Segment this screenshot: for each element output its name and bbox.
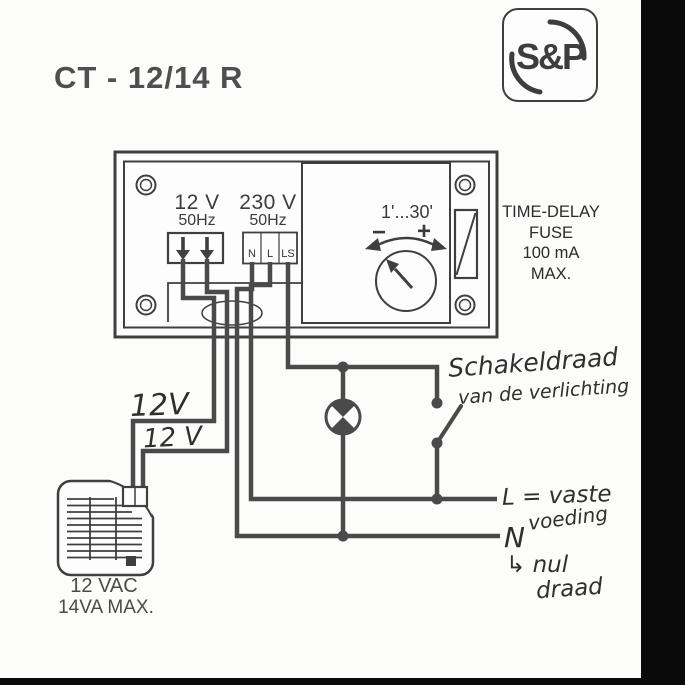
label-230v: 230 V xyxy=(239,191,297,214)
handwritten-12v-2: 12 V xyxy=(142,421,203,455)
wire-12v-2 xyxy=(140,259,230,490)
fuse-note-line: FUSE xyxy=(528,223,573,242)
terminal-label-n: N xyxy=(248,248,256,260)
fan-connector xyxy=(121,485,149,508)
dial-needle-arrowhead xyxy=(386,259,399,273)
fan-voltage-label: 12 VAC xyxy=(70,575,138,597)
lamp-symbol xyxy=(324,398,362,436)
label-230v-freq: 50Hz xyxy=(249,212,287,229)
fuse-note-line: MAX. xyxy=(530,264,572,283)
terminal-block-12v xyxy=(166,231,225,265)
arc-arrowhead-right xyxy=(431,238,447,251)
fuse-symbol xyxy=(453,208,479,280)
switch-symbol xyxy=(431,397,463,449)
terminal-block-230v xyxy=(242,231,298,265)
screw-hole-icon xyxy=(135,174,476,316)
handwritten-neutral-note-1: ↳ nul xyxy=(506,552,569,578)
fuse-note: TIME-DELAY FUSE 100 mA MAX. xyxy=(498,202,604,284)
fan-grille xyxy=(67,497,142,560)
timer-dial xyxy=(365,236,447,312)
wiring xyxy=(130,259,500,539)
fuse-note-line: 100 mA xyxy=(522,244,580,262)
scan-edge-right xyxy=(641,0,685,685)
label-12v-freq: 50Hz xyxy=(178,212,216,229)
brand-logo: S&P xyxy=(502,8,598,102)
timer-minus-label: − xyxy=(372,219,387,246)
label-12v: 12 V xyxy=(174,191,220,214)
handwritten-12v-1: 12V xyxy=(129,386,190,425)
timer-subpanel xyxy=(301,162,451,324)
timer-plus-label: + xyxy=(417,218,432,245)
fuse-note-line: TIME-DELAY xyxy=(502,203,600,221)
handwritten-neutral-note-2: draad xyxy=(535,573,604,605)
handwritten-neutral-label: N xyxy=(504,521,525,554)
terminal-label-ls: LS xyxy=(281,248,295,260)
arc-arrowhead-left xyxy=(365,238,381,251)
wire-switched xyxy=(285,262,440,401)
terminal-label-l: L xyxy=(266,248,274,260)
cable-gland-oval xyxy=(201,300,263,326)
wire-neutral xyxy=(234,262,500,539)
brand-logo-text: S&P xyxy=(515,36,586,77)
device-inner-frame xyxy=(123,160,490,329)
logo-swoosh-icon xyxy=(509,19,587,95)
fan-power-label: 14VA MAX. xyxy=(58,597,154,618)
fan-indicator-square xyxy=(126,556,136,566)
down-arrow-icon xyxy=(176,237,214,260)
page-title: CT - 12/14 R xyxy=(54,60,244,95)
timer-range-label: 1'...30' xyxy=(381,202,433,222)
junction-dots xyxy=(337,361,443,542)
wire-live xyxy=(248,262,497,502)
wire-12v-1 xyxy=(130,259,217,490)
scan-edge-bottom xyxy=(0,678,685,685)
